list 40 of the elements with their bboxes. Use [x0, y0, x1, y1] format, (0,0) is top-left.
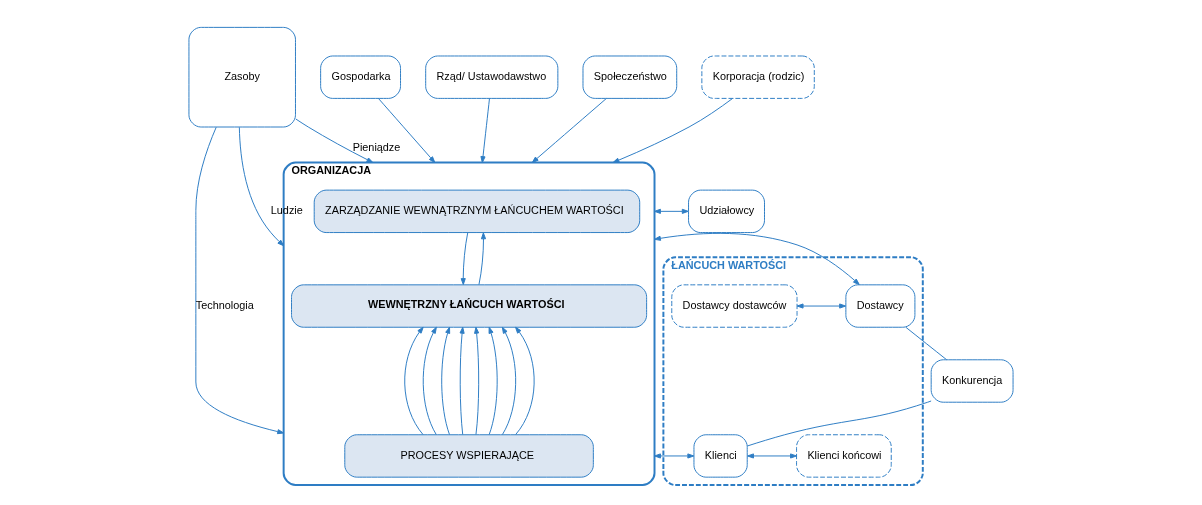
node-box: Klienci	[693, 434, 748, 478]
arrow	[441, 326, 451, 435]
node-box: Korporacja (rodzic)	[701, 55, 815, 99]
arrow	[654, 453, 695, 459]
arrow	[404, 326, 424, 435]
node-box: Rząd/ Ustawodawstwo	[425, 55, 559, 99]
node-box: Dostawcy dostawców	[671, 284, 798, 328]
node-box: ZARZĄDZANIE WEWNĄTRZNYM ŁAŃCUCHEM WARTOŚCI	[313, 189, 641, 234]
arrow	[422, 326, 437, 435]
arrow	[238, 126, 285, 247]
node-box: WEWNĘTRZNY ŁAŃCUCH WARTOŚCI	[291, 284, 648, 328]
arrow	[796, 303, 847, 309]
node-box: Społeczeństwo	[582, 55, 678, 99]
connector	[905, 326, 948, 361]
node-box: Udziałowcy	[688, 189, 765, 234]
node-box: Dostawcy	[845, 284, 916, 328]
node-box: Zasoby	[188, 26, 296, 128]
edge-label: Pieniądze	[352, 141, 401, 154]
arrow	[474, 326, 480, 435]
node-box: Gospodarka	[320, 55, 401, 99]
arrow	[654, 232, 860, 286]
arrow	[612, 98, 733, 163]
arrow	[478, 232, 487, 286]
arrow	[195, 126, 285, 435]
arrow	[378, 98, 436, 163]
arrow	[501, 326, 517, 435]
connector	[746, 400, 932, 447]
node-box: Konkurencja	[930, 359, 1014, 403]
arrow	[480, 98, 490, 163]
node-box: Klienci końcowi	[796, 434, 892, 478]
arrow	[515, 326, 535, 435]
node-box: PROCESY WSPIERAJĄCE	[344, 434, 594, 478]
arrow	[459, 326, 465, 435]
arrow	[460, 232, 469, 286]
arrow	[747, 453, 797, 459]
arrow	[531, 98, 607, 163]
arrow	[295, 118, 374, 163]
arrow	[488, 326, 498, 435]
arrow	[654, 208, 689, 214]
edge-label: Technologia	[195, 298, 254, 311]
